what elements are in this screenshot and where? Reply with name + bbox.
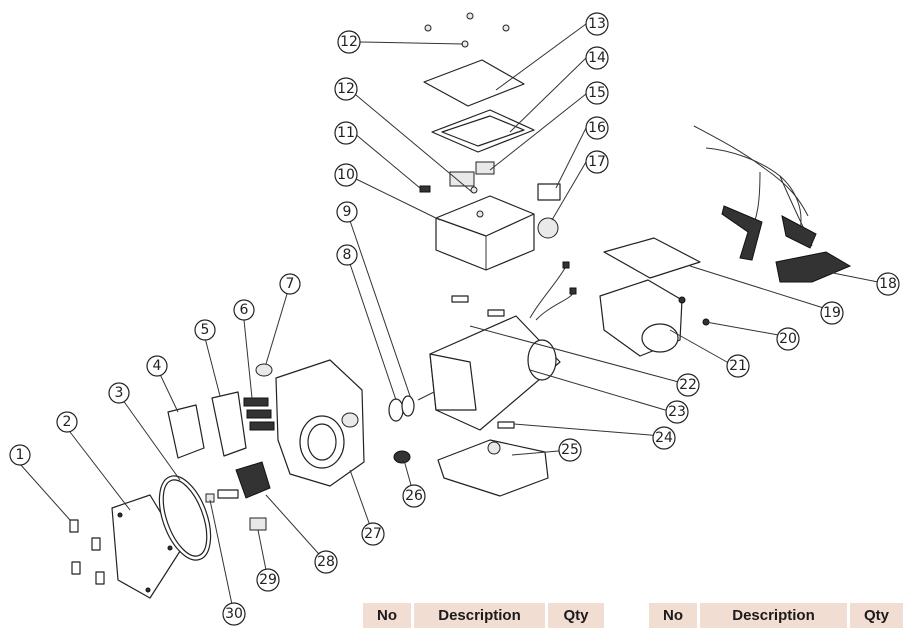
callout-5: 5: [194, 319, 216, 341]
svg-text:29: 29: [259, 572, 277, 588]
callout-24: 24: [652, 426, 676, 450]
callout-26: 26: [402, 484, 426, 508]
callout-2: 2: [56, 411, 78, 433]
callout-29: 29: [256, 568, 280, 592]
svg-text:3: 3: [115, 385, 124, 401]
svg-text:19: 19: [823, 305, 841, 321]
callout-4: 4: [146, 355, 168, 377]
part-nuts: [678, 296, 710, 326]
part-plate-5: [211, 391, 247, 457]
svg-text:18: 18: [879, 276, 897, 292]
part-bolts: [451, 295, 515, 429]
callout-3: 3: [108, 382, 130, 404]
svg-text:8: 8: [343, 247, 352, 263]
callout-19: 19: [820, 301, 844, 325]
svg-text:25: 25: [561, 442, 579, 458]
part-cable-clamps: [693, 125, 852, 283]
callout-23: 23: [665, 400, 689, 424]
callout-9: 9: [336, 201, 358, 223]
callout-20: 20: [776, 327, 800, 351]
col-no: No: [363, 603, 414, 628]
svg-text:17: 17: [588, 154, 606, 170]
callout-15: 15: [585, 81, 609, 105]
svg-text:12: 12: [340, 34, 358, 50]
callout-12-top: 12: [337, 30, 361, 54]
svg-text:30: 30: [225, 606, 243, 622]
svg-text:2: 2: [63, 414, 72, 430]
part-plug-7: [255, 363, 273, 377]
svg-text:14: 14: [588, 50, 606, 66]
part-fitting: [393, 450, 411, 464]
part-motor-wires: [529, 261, 577, 321]
svg-text:7: 7: [286, 276, 295, 292]
part-bracket-base: [437, 439, 549, 497]
col-qty: Qty: [850, 603, 903, 628]
part-junction-box: [435, 195, 535, 271]
svg-text:16: 16: [588, 120, 606, 136]
svg-text:13: 13: [588, 16, 606, 32]
svg-text:9: 9: [343, 204, 352, 220]
part-mount-plate: [603, 237, 701, 279]
col-qty: Qty: [548, 603, 604, 628]
svg-text:26: 26: [405, 488, 423, 504]
callout-28: 28: [314, 550, 338, 574]
svg-text:10: 10: [337, 167, 355, 183]
callout-7: 7: [279, 273, 301, 295]
svg-text:6: 6: [240, 302, 249, 318]
callout-18: 18: [876, 272, 900, 296]
part-plate-4: [167, 404, 205, 459]
callout-10: 10: [334, 163, 358, 187]
svg-text:22: 22: [679, 377, 697, 393]
callout-30: 30: [222, 602, 246, 626]
parts-table-right-header: No Description Qty: [649, 603, 903, 628]
callout-11: 11: [334, 121, 358, 145]
col-no: No: [649, 603, 700, 628]
svg-text:15: 15: [588, 85, 606, 101]
svg-text:21: 21: [729, 358, 747, 374]
col-description: Description: [414, 603, 548, 628]
part-box-gasket: [431, 109, 535, 153]
part-terminal: [419, 185, 431, 193]
part-bracket-21: [599, 279, 683, 357]
callout-16: 16: [585, 116, 609, 140]
part-vanes: [243, 397, 275, 431]
svg-text:24: 24: [655, 430, 673, 446]
callout-22: 22: [676, 373, 700, 397]
part-box-lid: [423, 59, 525, 107]
part-connector: [537, 183, 561, 239]
callout-13: 13: [585, 12, 609, 36]
svg-text:23: 23: [668, 404, 686, 420]
col-description: Description: [700, 603, 850, 628]
svg-text:12: 12: [337, 81, 355, 97]
callout-21: 21: [726, 354, 750, 378]
svg-text:11: 11: [337, 125, 355, 141]
leader-lines: [19, 23, 889, 615]
callout-6: 6: [233, 299, 255, 321]
svg-text:5: 5: [201, 322, 210, 338]
callout-1: 1: [9, 444, 31, 466]
part-keys: [205, 493, 267, 531]
svg-text:28: 28: [317, 554, 335, 570]
part-screw-1: [69, 519, 105, 585]
callout-8: 8: [336, 244, 358, 266]
part-pump-housing: [275, 359, 365, 487]
svg-text:20: 20: [779, 331, 797, 347]
svg-text:27: 27: [364, 526, 382, 542]
parts-table-left-header: No Description Qty: [363, 603, 604, 628]
part-switch: [449, 161, 495, 187]
part-motor: [417, 315, 561, 431]
part-gasket-ring: [158, 475, 212, 561]
part-box-screws: [424, 12, 510, 218]
part-rotor: [217, 461, 271, 499]
callout-17: 17: [585, 150, 609, 174]
part-seals: [388, 395, 415, 422]
svg-text:1: 1: [16, 447, 25, 463]
svg-text:4: 4: [153, 358, 162, 374]
callout-14: 14: [585, 46, 609, 70]
callout-27: 27: [361, 522, 385, 546]
callout-12-bottom: 12: [334, 77, 358, 101]
callout-25: 25: [558, 438, 582, 462]
